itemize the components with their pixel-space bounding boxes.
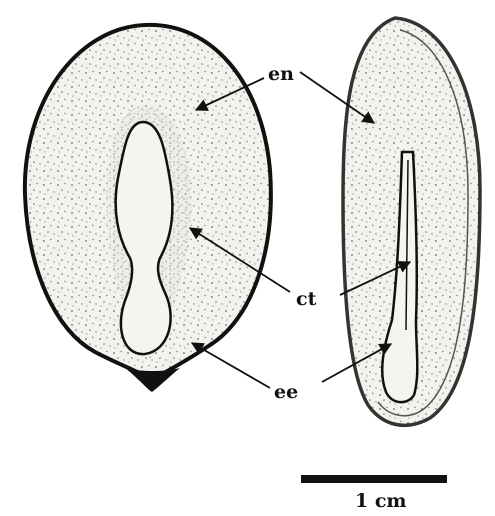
label-en: en (268, 63, 294, 85)
arrow-ee-left (192, 343, 270, 388)
scale-bar-label: 1 cm (355, 490, 407, 512)
scale-bar-line (301, 475, 447, 483)
label-ee: ee (274, 381, 298, 403)
seed-cross-section-left (25, 25, 271, 392)
seed-cross-section-right (343, 18, 480, 425)
left-seed-tip (125, 368, 180, 392)
left-cotyledon (116, 122, 173, 354)
scale-bar: 1 cm (301, 475, 447, 512)
label-ct: ct (296, 288, 317, 310)
